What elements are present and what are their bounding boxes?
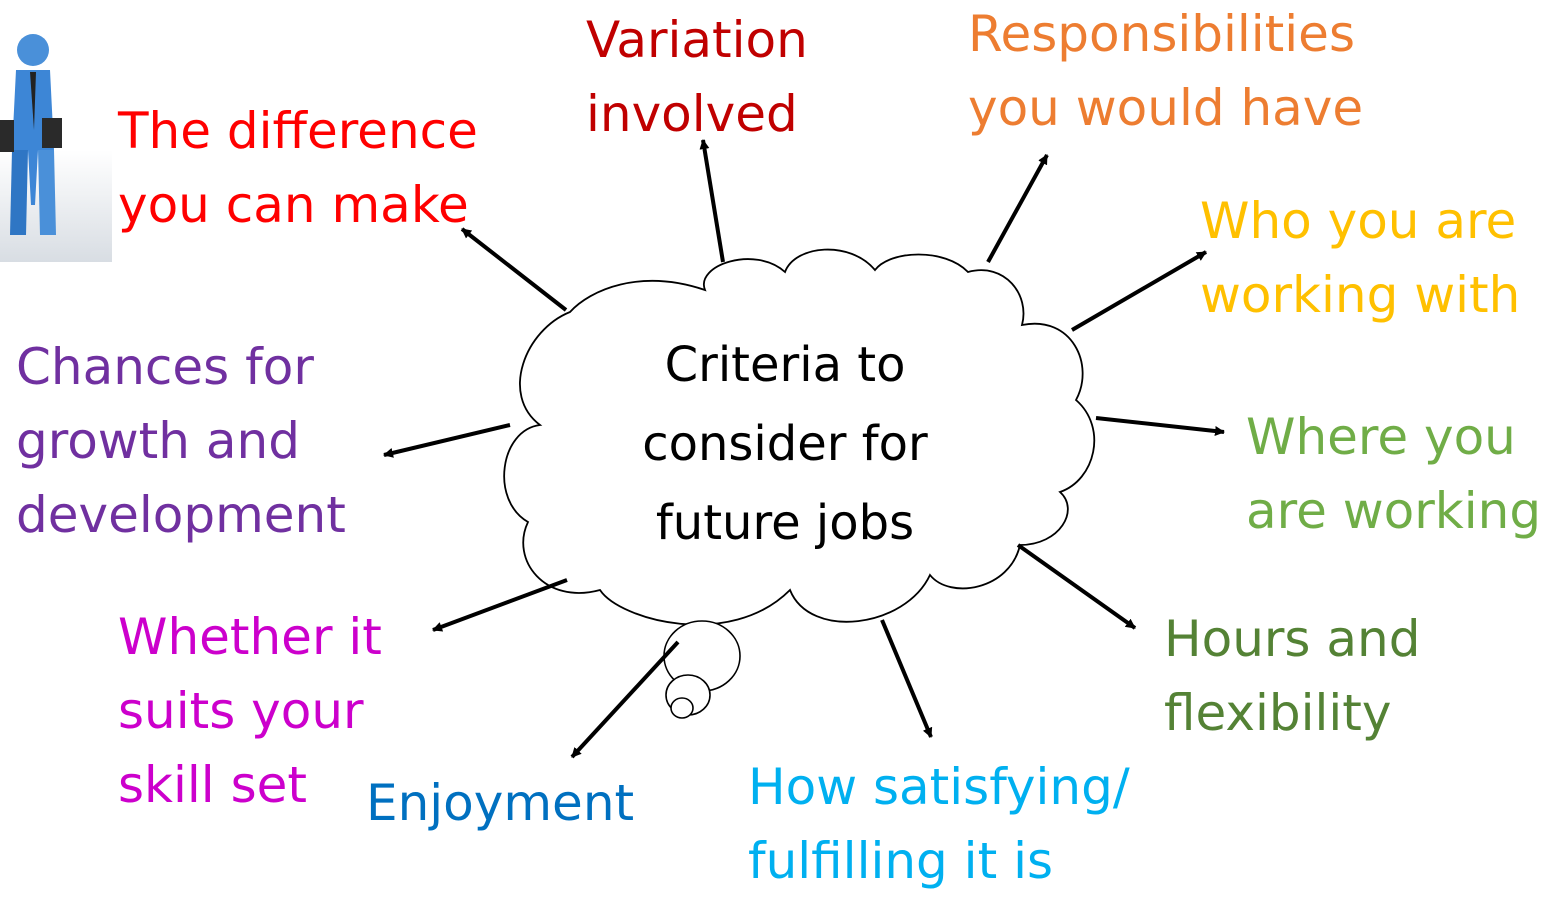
arrow-to-satisfying	[880, 619, 933, 738]
criterion-line: Responsibilities	[968, 5, 1355, 63]
criterion-enjoyment: Enjoyment	[366, 766, 634, 840]
criterion-line: Enjoyment	[366, 774, 635, 832]
criterion-line: flexibility	[1164, 684, 1392, 742]
criterion-line: you would have	[968, 79, 1364, 137]
arrow-to-growth	[383, 423, 511, 458]
arrow-to-who	[1070, 250, 1208, 332]
criterion-responsibilities: Responsibilities you would have	[968, 0, 1363, 145]
criterion-line: involved	[586, 85, 798, 143]
businessman-icon	[0, 34, 112, 262]
criterion-line: Who you are	[1200, 192, 1517, 250]
criterion-line: Whether it	[118, 608, 382, 666]
criterion-where: Where you are working	[1246, 400, 1541, 548]
arrow-to-responsibilities	[986, 154, 1049, 263]
thought-bubble-small	[670, 697, 694, 719]
arrow-to-variation	[699, 139, 725, 263]
criterion-line: you can make	[118, 176, 469, 234]
criterion-variation: Variation involved	[586, 3, 808, 151]
criterion-line: Hours and	[1164, 610, 1421, 668]
criterion-line: development	[16, 486, 346, 544]
criterion-hours: Hours and flexibility	[1164, 602, 1420, 750]
arrow-to-hours	[1016, 543, 1137, 630]
criterion-line: How satisfying/	[748, 758, 1130, 816]
criterion-line: The difference	[118, 102, 478, 160]
thought-cloud	[503, 248, 1096, 626]
arrow-to-skills	[432, 578, 568, 632]
central-topic: Criteria to consider for future jobs	[600, 326, 970, 563]
arrow-to-difference	[460, 227, 568, 312]
central-topic-line: future jobs	[655, 495, 915, 551]
criterion-line: Where you	[1246, 408, 1516, 466]
criterion-line: skill set	[118, 756, 307, 814]
criterion-difference: The difference you can make	[118, 94, 478, 242]
criterion-line: growth and	[16, 412, 300, 470]
central-topic-line: Criteria to	[664, 337, 906, 393]
criterion-line: are working	[1246, 482, 1542, 540]
criterion-satisfying: How satisfying/ fulfilling it is	[748, 750, 1130, 898]
criterion-line: working with	[1200, 266, 1521, 324]
criterion-line: Variation	[586, 11, 808, 69]
criterion-line: fulfilling it is	[748, 832, 1054, 890]
arrow-to-where	[1095, 416, 1225, 436]
arrow-to-enjoyment	[570, 640, 680, 759]
criterion-skills: Whether it suits your skill set	[118, 600, 382, 822]
criterion-who: Who you are working with	[1200, 184, 1520, 332]
criterion-line: suits your	[118, 682, 364, 740]
central-topic-line: consider for	[642, 416, 928, 472]
criterion-line: Chances for	[16, 338, 314, 396]
criterion-growth: Chances for growth and development	[16, 330, 346, 552]
